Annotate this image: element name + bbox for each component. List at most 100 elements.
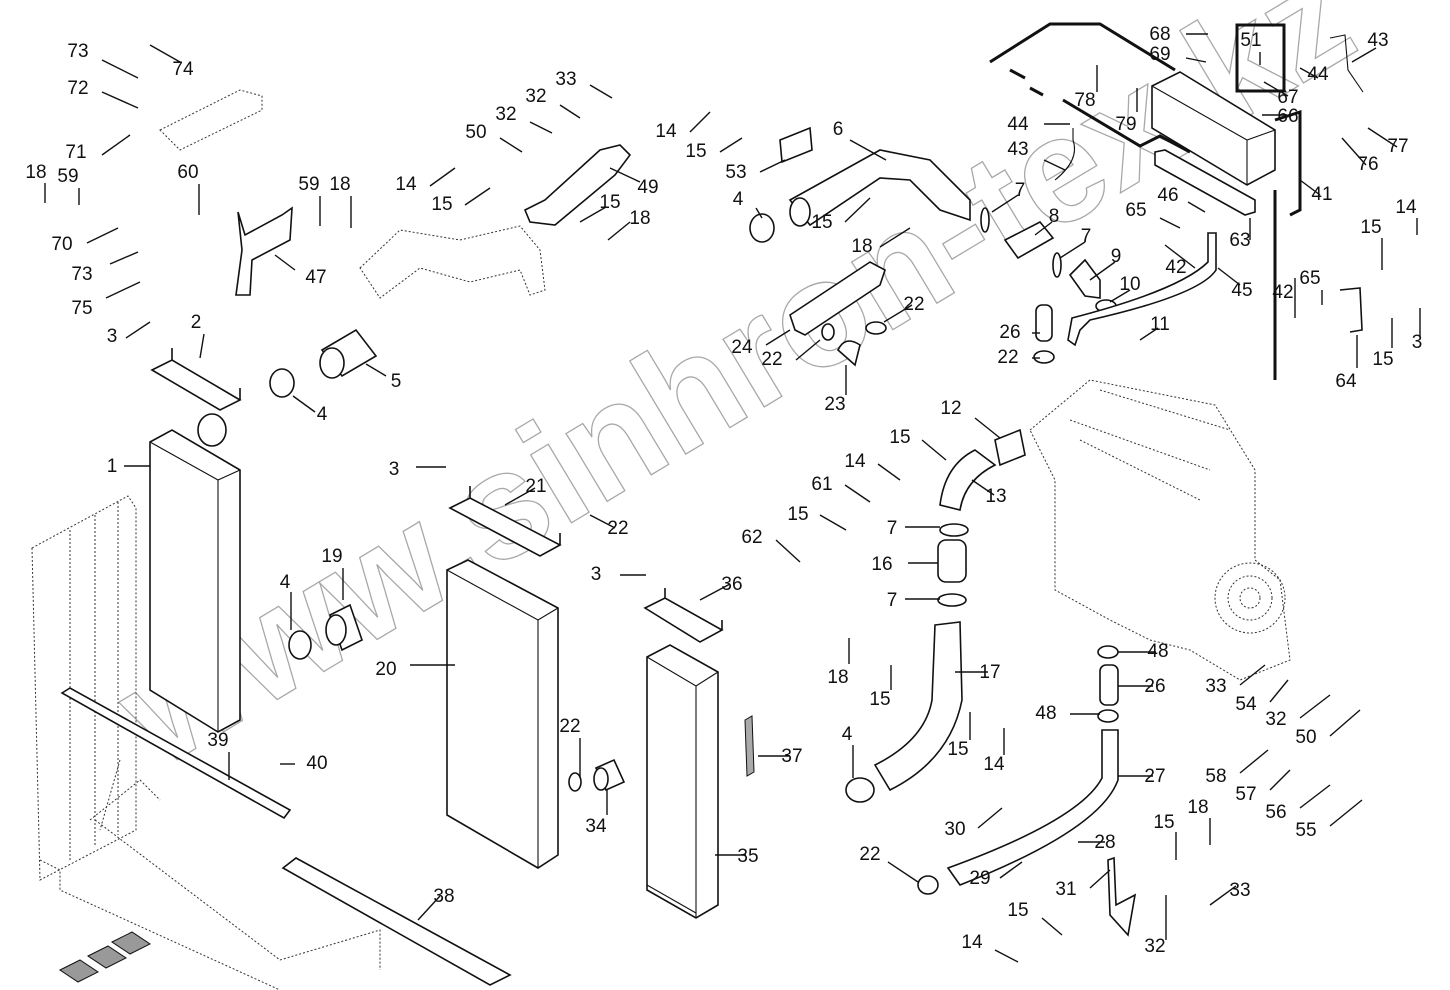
part-shapes — [31, 22, 1364, 990]
crossbar-39 — [60, 687, 292, 820]
callout-label: 75 — [71, 298, 92, 319]
callout-label: 65 — [1125, 200, 1146, 221]
callout-leader-line — [883, 304, 913, 323]
callout-leader-line — [844, 197, 871, 223]
callout-label: 28 — [1094, 832, 1115, 853]
callout-leader-line — [1341, 137, 1367, 166]
callout-label: 33 — [1205, 676, 1226, 697]
callout-label: 39 — [207, 730, 228, 751]
callout-15: 15 — [1007, 900, 1063, 936]
callout-leader-line — [101, 134, 131, 156]
callout-label: 63 — [1229, 230, 1250, 251]
callout-43: 43 — [1007, 139, 1066, 171]
callout-label: 73 — [67, 41, 88, 62]
callout-7: 7 — [887, 590, 940, 611]
callout-leader-line — [607, 221, 631, 241]
callout-label: 53 — [725, 162, 746, 183]
callout-leader-line — [755, 207, 763, 219]
callout-leader-line — [589, 84, 613, 99]
callout-leader-line — [699, 583, 731, 601]
callout-14: 14 — [1395, 197, 1418, 235]
callout-19: 19 — [321, 546, 344, 600]
elbow-9 — [1068, 258, 1101, 299]
callout-label: 15 — [869, 689, 890, 710]
clamp-4-upper — [749, 213, 775, 243]
callout-22: 22 — [559, 716, 581, 778]
callout-14: 14 — [395, 167, 456, 195]
callout-label: 56 — [1265, 802, 1286, 823]
callout-leader-line — [125, 321, 151, 339]
hose-19 — [325, 603, 363, 652]
callout-label: 15 — [1360, 217, 1381, 238]
callout-label: 6 — [833, 119, 844, 140]
callout-60: 60 — [177, 162, 200, 215]
callout-label: 14 — [395, 174, 417, 195]
callout-32: 32 — [495, 104, 553, 134]
callout-79: 79 — [1115, 88, 1138, 135]
callout-label: 43 — [1007, 139, 1028, 160]
hose-26-lower — [1099, 664, 1119, 706]
callout-7: 7 — [991, 180, 1026, 213]
callout-label: 41 — [1311, 184, 1332, 205]
callout-label: 59 — [57, 166, 78, 187]
callout-leader-line — [991, 194, 1019, 213]
callout-leader-line — [877, 463, 901, 481]
callout-label: 15 — [787, 504, 808, 525]
callout-label: 11 — [1150, 314, 1170, 335]
callout-35: 35 — [715, 846, 759, 867]
callout-label: 18 — [329, 174, 350, 195]
callout-3: 3 — [1412, 308, 1422, 353]
callout-18: 18 — [607, 208, 651, 241]
callout-41: 41 — [1299, 179, 1333, 205]
callout-78: 78 — [1074, 65, 1098, 111]
callout-leader-line — [795, 339, 821, 361]
callout-63: 63 — [1229, 218, 1251, 251]
callout-label: 15 — [1372, 349, 1393, 370]
callout-leader-line — [1329, 799, 1363, 827]
callout-70: 70 — [51, 227, 119, 255]
clamp-22-b — [865, 321, 887, 335]
expansion-tank-41 — [989, 22, 1302, 380]
bracket-2 — [150, 348, 242, 411]
callout-label: 70 — [51, 234, 72, 255]
cooler-1 — [149, 413, 241, 733]
callout-label: 43 — [1367, 30, 1388, 51]
elbow-23 — [837, 340, 861, 367]
callout-label: 71 — [65, 142, 86, 163]
callout-leader-line — [719, 137, 743, 153]
callout-label: 14 — [655, 121, 677, 142]
callout-42: 42 — [1164, 244, 1196, 278]
callout-4: 4 — [733, 189, 763, 219]
callout-43: 43 — [1351, 30, 1389, 63]
callout-label: 5 — [391, 371, 402, 392]
callout-3: 3 — [591, 564, 646, 585]
callout-leader-line — [1269, 679, 1289, 703]
callout-57: 57 — [1235, 769, 1291, 805]
callout-label: 73 — [71, 264, 92, 285]
callout-37: 37 — [758, 746, 803, 767]
callout-label: 26 — [1144, 676, 1165, 697]
callout-label: 7 — [887, 590, 898, 611]
callout-48: 48 — [1035, 703, 1100, 724]
callout-label: 7 — [1015, 180, 1026, 201]
callout-28: 28 — [1078, 832, 1116, 853]
callout-label: 16 — [871, 554, 892, 575]
callout-label: 42 — [1272, 282, 1293, 303]
callout-17: 17 — [955, 662, 1001, 683]
callout-leader-line — [86, 227, 119, 244]
callout-label: 3 — [389, 459, 400, 480]
callout-51: 51 — [1240, 30, 1262, 65]
callout-leader-line — [105, 281, 141, 299]
callout-15: 15 — [947, 712, 971, 760]
callout-label: 30 — [944, 819, 965, 840]
bracket-36 — [643, 588, 724, 643]
callout-leader-line — [1089, 869, 1111, 889]
elbow-13 — [939, 449, 997, 511]
callout-67: 67 — [1263, 81, 1299, 108]
callout-15: 15 — [1372, 318, 1394, 370]
callout-66: 66 — [1262, 106, 1299, 127]
callout-label: 7 — [887, 518, 898, 539]
callout-leader-line — [504, 487, 536, 506]
